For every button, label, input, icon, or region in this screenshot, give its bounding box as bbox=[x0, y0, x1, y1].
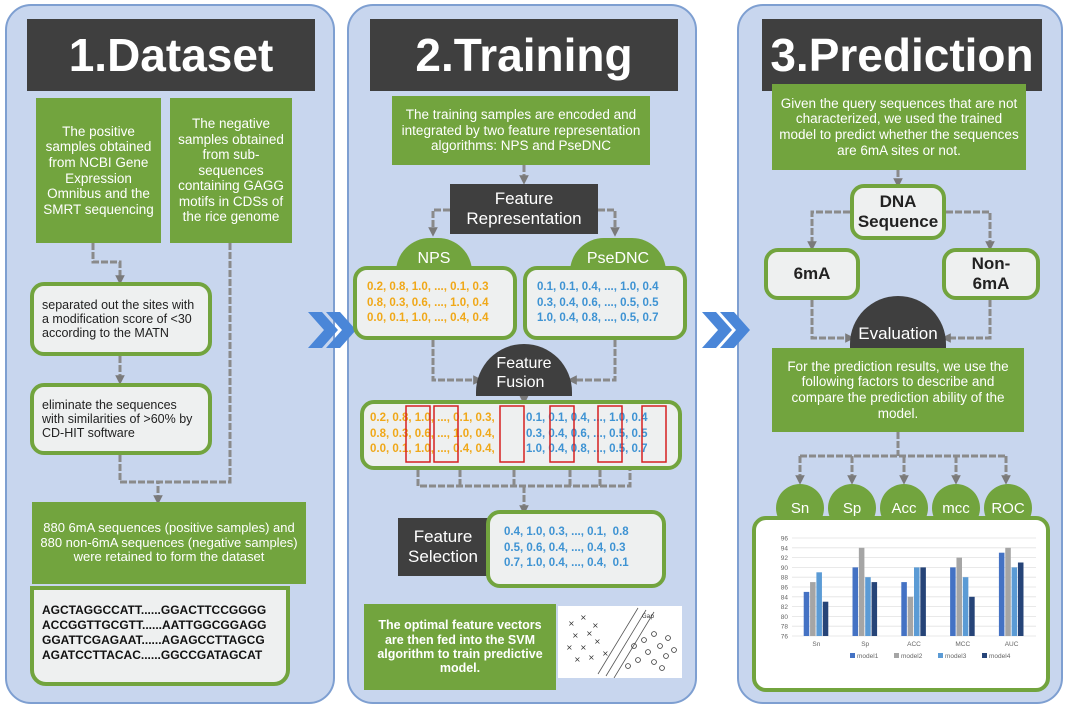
chart-bar bbox=[1017, 562, 1024, 636]
chart-y-tick: 92 bbox=[781, 555, 789, 562]
psednc-vector-box bbox=[523, 266, 687, 340]
6ma-box: 6mA bbox=[764, 248, 860, 300]
filter-similarity: eliminate the sequences with similaritie… bbox=[30, 383, 212, 455]
chart-y-tick: 88 bbox=[781, 575, 789, 582]
filter-modification-score: separated out the sites with a modificat… bbox=[30, 282, 212, 356]
chart-bar bbox=[901, 582, 907, 636]
chart-legend-swatch bbox=[938, 653, 943, 658]
chart-bar bbox=[907, 596, 914, 636]
negative-samples-box: The negative samples obtained from sub-s… bbox=[170, 98, 292, 243]
chart-legend-label: model4 bbox=[989, 653, 1011, 660]
svm-plot: ××× ××× ××× ×× Gap bbox=[566, 607, 677, 679]
chart-y-tick: 80 bbox=[781, 614, 789, 621]
chart-legend-swatch bbox=[894, 653, 899, 658]
fused-vector-box bbox=[360, 400, 682, 470]
chart-x-tick: ACC bbox=[907, 641, 921, 648]
chart-bar bbox=[810, 582, 816, 636]
training-intro-box: The training samples are encoded and int… bbox=[392, 96, 650, 165]
svm-illustration: ××× ××× ××× ×× Gap bbox=[558, 606, 682, 679]
chart-bar bbox=[865, 577, 871, 636]
chart-legend-swatch bbox=[982, 653, 987, 658]
chart-bar bbox=[852, 567, 859, 636]
chart-y-tick: 82 bbox=[781, 604, 789, 611]
positive-samples-box: The positive samples obtained from NCBI … bbox=[36, 98, 161, 243]
chart-x-tick: MCC bbox=[955, 641, 970, 648]
chevron-arrows bbox=[308, 312, 750, 348]
svg-text:×: × bbox=[566, 643, 573, 652]
non-6ma-box: Non-6mA bbox=[942, 248, 1040, 300]
svg-text:×: × bbox=[568, 619, 575, 628]
chart-y-tick: 94 bbox=[781, 545, 789, 552]
chart-bar bbox=[962, 577, 969, 636]
chart-bar bbox=[803, 591, 810, 636]
evaluation-description-box: For the prediction results, we use the f… bbox=[772, 348, 1024, 432]
fused-vector-nps: 0.2, 0.8, 1.0, ..., 0.1, 0.3, 0.8, 0.3, … bbox=[370, 412, 495, 455]
fused-vector-psednc: 0.1, 0.1, 0.4, ..., 1.0, 0.4 0.3, 0.4, 0… bbox=[526, 412, 648, 455]
panel2-title: 2.Training bbox=[370, 19, 678, 91]
chart-bar bbox=[871, 582, 878, 636]
chart-y-tick: 78 bbox=[781, 624, 789, 631]
chart-bar bbox=[920, 567, 926, 636]
svg-text:×: × bbox=[580, 613, 587, 622]
chart-legend-swatch bbox=[850, 653, 855, 658]
svg-text:×: × bbox=[592, 621, 599, 630]
chart-bar bbox=[816, 572, 822, 636]
chart-bar bbox=[956, 557, 962, 636]
chart-bar bbox=[1011, 567, 1018, 636]
dna-sequence-box: DNA Sequence bbox=[850, 184, 946, 240]
prediction-intro-box: Given the query sequences that are not c… bbox=[772, 84, 1026, 170]
chart-legend-label: model1 bbox=[857, 653, 879, 660]
svg-text:×: × bbox=[602, 649, 609, 658]
chart-bar bbox=[969, 596, 975, 636]
panel1-title: 1.Dataset bbox=[27, 19, 315, 91]
svm-description-box: The optimal feature vectors are then fed… bbox=[364, 604, 556, 690]
chart-bar bbox=[998, 552, 1005, 636]
svg-text:×: × bbox=[588, 653, 595, 662]
dataset-result-box: 880 6mA sequences (positive samples) and… bbox=[32, 502, 306, 584]
psednc-vector: 0.1, 0.1, 0.4, ..., 1.0, 0.4 0.3, 0.4, 0… bbox=[537, 281, 659, 324]
chart-legend-label: model3 bbox=[945, 653, 967, 660]
sequence-list: AGCTAGGCCATT......GGACTTCCGGGG ACCGGTTGC… bbox=[42, 603, 267, 662]
chart-x-tick: Sn bbox=[812, 641, 820, 648]
sequence-box bbox=[30, 586, 290, 686]
svg-text:×: × bbox=[586, 629, 593, 638]
feature-representation-box: Feature Representation bbox=[450, 184, 598, 234]
chart-x-tick: Sp bbox=[861, 641, 869, 648]
chart-y-tick: 96 bbox=[781, 536, 789, 543]
chart-x-tick: AUC bbox=[1005, 641, 1019, 648]
chart-legend-label: model2 bbox=[901, 653, 923, 660]
chart-y-tick: 90 bbox=[781, 565, 789, 572]
selected-vector: 0.4, 1.0, 0.3, ..., 0.1, 0.8 0.5, 0.6, 0… bbox=[504, 526, 629, 569]
nps-vector: 0.2, 0.8, 1.0, ..., 0.1, 0.3 0.8, 0.3, 0… bbox=[367, 281, 489, 324]
panel3-title: 3.Prediction bbox=[762, 19, 1042, 91]
chart-bar bbox=[1005, 547, 1011, 636]
nps-vector-box bbox=[353, 266, 517, 340]
chart-bar bbox=[822, 601, 829, 636]
feature-selection-box: Feature Selection bbox=[398, 518, 488, 576]
svg-text:×: × bbox=[594, 637, 601, 646]
chart-bar bbox=[914, 567, 920, 636]
svg-text:×: × bbox=[574, 655, 581, 664]
selected-vector-box bbox=[486, 510, 666, 588]
chart-y-tick: 84 bbox=[781, 594, 789, 601]
svm-gap-label: Gap bbox=[642, 613, 654, 620]
svg-text:×: × bbox=[572, 631, 579, 640]
chart-y-tick: 86 bbox=[781, 585, 789, 592]
chart-y-tick: 76 bbox=[781, 634, 789, 641]
chart-bar bbox=[950, 567, 956, 636]
chart-bar bbox=[858, 547, 865, 636]
svg-text:×: × bbox=[580, 643, 587, 652]
